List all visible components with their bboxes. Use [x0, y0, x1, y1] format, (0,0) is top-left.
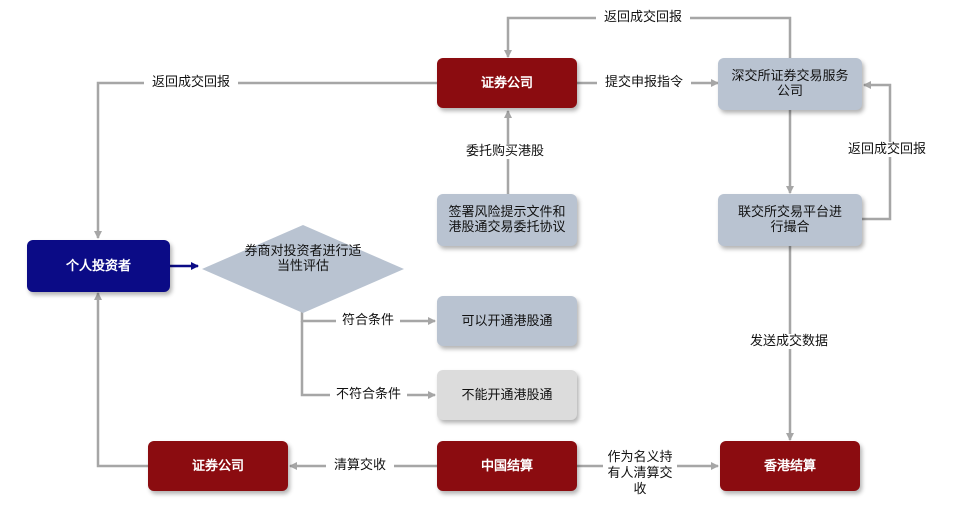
label-not-meets-criteria: 不符合条件: [330, 387, 408, 402]
label-return-report-left: 返回成交回报: [144, 75, 239, 90]
edge-broker-to-investor: [94, 292, 148, 468]
hkex-matching-node: 联交所交易平台进行撮合: [718, 194, 862, 246]
edge-not-meets-criteria: [300, 321, 436, 399]
cannot-open-node: 不能开通港股通: [437, 370, 577, 420]
suitability-label: 券商对投资者进行适当性评估: [244, 244, 362, 274]
broker-node-bottom: 证券公司: [148, 441, 288, 491]
label-meets-criteria: 符合条件: [336, 313, 401, 328]
sign-documents-node: 签署风险提示文件和港股通交易委托协议: [437, 194, 577, 246]
label-nominee-clearing: 作为名义持有人清算交收: [603, 450, 677, 498]
label-return-report-top: 返回成交回报: [596, 10, 691, 25]
investor-node: 个人投资者: [27, 240, 170, 292]
label-return-report-right: 返回成交回报: [843, 142, 932, 157]
hkclear-node: 香港结算: [720, 441, 860, 491]
label-clearing-settlement: 清算交收: [326, 458, 395, 473]
broker-node-top: 证券公司: [437, 58, 577, 108]
label-entrust-buy: 委托购买港股: [458, 144, 553, 159]
label-submit-order: 提交申报指令: [597, 75, 692, 90]
suitability-diamond: [202, 225, 404, 313]
can-open-node: 可以开通港股通: [437, 296, 577, 346]
label-send-trade-data: 发送成交数据: [745, 334, 834, 349]
edge-return-report-left: [94, 81, 437, 239]
chinaclear-node: 中国结算: [437, 441, 577, 491]
szse-service-node: 深交所证券交易服务公司: [718, 58, 862, 110]
